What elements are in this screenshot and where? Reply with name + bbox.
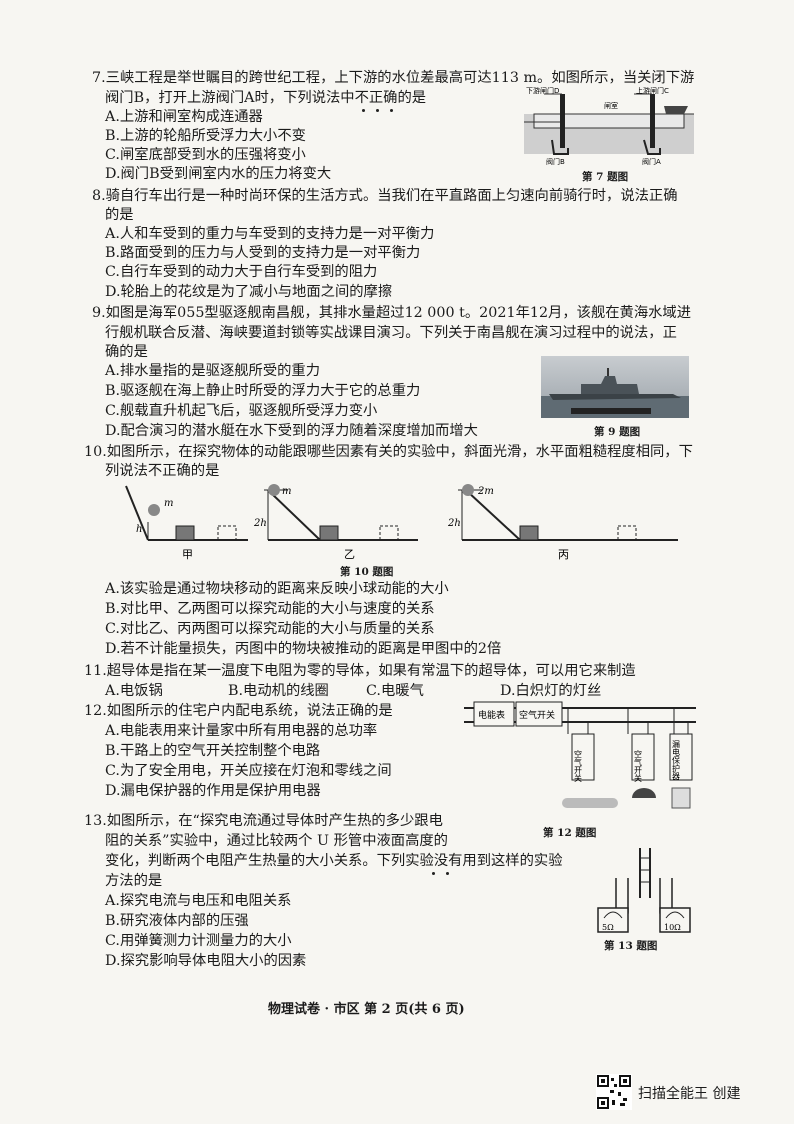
q10-stem-line1: 10.如图所示，在探究物体的动能跟哪些因素有关的实验中，斜面光滑，水平面粗糙程度… <box>84 444 693 460</box>
scanner-watermark: 扫描全能王 创建 <box>638 1086 741 1102</box>
q13-stem-line2: 阻的关系”实验中，通过比较两个 U 形管中液面高度的 <box>105 833 448 849</box>
resistor-5-label: 5Ω <box>602 923 614 932</box>
q11-option-c: C.电暖气 <box>366 683 424 699</box>
kinetic-energy-figure: m h 甲 m 2h 乙 2m 2h 丙 <box>125 484 678 561</box>
q7-stem-line1: 7.三峡工程是举世瞩目的跨世纪工程，上下游的水位差最高可达113 m。如图所示，… <box>92 70 695 86</box>
q9-stem-line3: 确的是 <box>105 344 148 360</box>
yi-panel-label: 乙 <box>344 548 355 561</box>
bing-mass-label: 2m <box>477 486 494 497</box>
lock-label-valve-d: 下游闸门D <box>526 86 559 95</box>
main-switch-label: 空气开关 <box>519 709 555 721</box>
q10-figure-caption: 第 10 题图 <box>340 566 394 578</box>
q13-stem-line1: 13.如图所示，在“探究电流通过导体时产生热的多少跟电 <box>84 813 443 829</box>
q11-option-a: A.电饭锅 <box>105 683 163 699</box>
ship-lock-figure: 下游闸门D 上游闸门C 闸室 阀门B 阀门A <box>524 86 694 166</box>
yi-mass-label: m <box>282 486 291 497</box>
panel-yi: m 2h 乙 <box>253 484 418 561</box>
lock-label-chamber: 闸室 <box>604 101 618 110</box>
q9-option-c: C.舰载直升机起飞后，驱逐舰所受浮力变小 <box>105 403 378 419</box>
lock-label-valve-b: 阀门B <box>546 157 565 166</box>
q7-option-d: D.阀门B受到闸室内水的压力将变大 <box>105 166 332 182</box>
q11-stem: 11.超导体是指在某一温度下电阻为零的导体，如果有常温下的超导体，可以用它来制造 <box>84 663 636 679</box>
q7-figure-caption: 第 7 题图 <box>582 171 629 183</box>
q9-stem-line2: 行舰机联合反潜、海峡要道封锁等实战课目演习。下列关于南昌舰在演习过程中的说法，正 <box>105 325 677 341</box>
qr-code-icon <box>596 1074 632 1110</box>
q12-option-a: A.电能表用来计量家中所有用电器的总功率 <box>105 723 378 739</box>
panel-bing: 2m 2h 丙 <box>447 484 678 561</box>
q11-option-d: D.白炽灯的灯丝 <box>500 683 602 699</box>
lock-label-valve-c: 上游闸门C <box>636 86 669 95</box>
q10-option-c: C.对比乙、丙两图可以探究动能的大小与质量的关系 <box>105 621 435 637</box>
q9-stem-line1: 9.如图是海军055型驱逐舰南昌舰，其排水量超过12 000 t。2021年12… <box>92 305 692 321</box>
destroyer-photo <box>541 356 689 418</box>
q10-option-b: B.对比甲、乙两图可以探究动能的大小与速度的关系 <box>105 601 435 617</box>
joule-heating-figure: 5Ω 10Ω <box>597 848 691 933</box>
q8-option-b: B.路面受到的压力与人受到的支持力是一对平衡力 <box>105 245 421 261</box>
q13-option-b: B.研究液体内部的压强 <box>105 913 249 929</box>
q7-option-b: B.上游的轮船所受浮力大小不变 <box>105 128 306 144</box>
q7-option-a: A.上游和闸室构成连通器 <box>105 109 263 125</box>
q13-stem-line3: 变化，判断两个电阻产生热量的大小关系。下列实验没有用到这样的实验 <box>105 853 563 869</box>
q13-figure-caption: 第 13 题图 <box>604 940 658 952</box>
q7-stem-line2: 阀门B，打开上游阀门A时，下列说法中不正确的是 <box>105 90 427 106</box>
lock-label-valve-a: 阀门A <box>642 157 661 166</box>
q8-option-d: D.轮胎上的花纹是为了减小与地面之间的摩擦 <box>105 284 393 300</box>
q10-stem-line2: 列说法不正确的是 <box>105 463 220 479</box>
q9-figure-caption: 第 9 题图 <box>594 426 641 438</box>
q12-option-b: B.干路上的空气开关控制整个电路 <box>105 743 321 759</box>
q13-option-c: C.用弹簧测力计测量力的大小 <box>105 933 292 949</box>
q12-option-d: D.漏电保护器的作用是保护用电器 <box>105 783 321 799</box>
q13-stem-line4: 方法的是 <box>105 873 163 889</box>
jia-panel-label: 甲 <box>182 548 193 561</box>
resistor-10-label: 10Ω <box>664 923 681 932</box>
q8-stem-line2: 的是 <box>105 207 134 223</box>
household-circuit-figure: 电能表 空气开关 空气开关 空气开关 漏电保护器 <box>464 701 696 809</box>
meter-label: 电能表 <box>478 709 505 721</box>
q12-option-c: C.为了安全用电，开关应接在灯泡和零线之间 <box>105 763 392 779</box>
q13-option-d: D.探究影响导体电阻大小的因素 <box>105 953 307 969</box>
panel-jia: m h 甲 <box>125 485 248 561</box>
q9-option-d: D.配合演习的潜水艇在水下受到的浮力随着深度增加而增大 <box>105 423 478 439</box>
q8-option-a: A.人和车受到的重力与车受到的支持力是一对平衡力 <box>105 226 435 242</box>
q8-option-c: C.自行车受到的动力大于自行车受到的阻力 <box>105 264 378 280</box>
q10-option-d: D.若不计能量损失，丙图中的物块被推动的距离是甲图中的2倍 <box>105 641 502 657</box>
q8-stem-line1: 8.骑自行车出行是一种时尚环保的生活方式。当我们在平直路面上匀速向前骑行时，说法… <box>92 188 678 204</box>
page-footer: 物理试卷 · 市区 第 2 页(共 6 页) <box>268 1002 465 1017</box>
q9-option-b: B.驱逐舰在海上静止时所受的浮力大于它的总重力 <box>105 383 421 399</box>
q12-stem: 12.如图所示的住宅户内配电系统，说法正确的是 <box>84 703 393 719</box>
q9-option-a: A.排水量指的是驱逐舰所受的重力 <box>105 363 321 379</box>
q10-option-a: A.该实验是通过物块移动的距离来反映小球动能的大小 <box>105 581 449 597</box>
branch1-label: 空气开关 <box>574 749 583 783</box>
jia-mass-label: m <box>164 498 173 509</box>
q7-option-c: C.闸室底部受到水的压强将变小 <box>105 147 306 163</box>
q11-option-b: B.电动机的线圈 <box>228 683 329 699</box>
branch3-label: 漏电保护器 <box>672 739 681 781</box>
q12-figure-caption: 第 12 题图 <box>543 827 597 839</box>
jia-height-label: h <box>136 524 142 535</box>
q13-option-a: A.探究电流与电压和电阻关系 <box>105 893 292 909</box>
branch2-label: 空气开关 <box>634 749 643 783</box>
bing-panel-label: 丙 <box>558 548 569 561</box>
yi-height-label: 2h <box>253 518 267 529</box>
bing-height-label: 2h <box>447 518 461 529</box>
